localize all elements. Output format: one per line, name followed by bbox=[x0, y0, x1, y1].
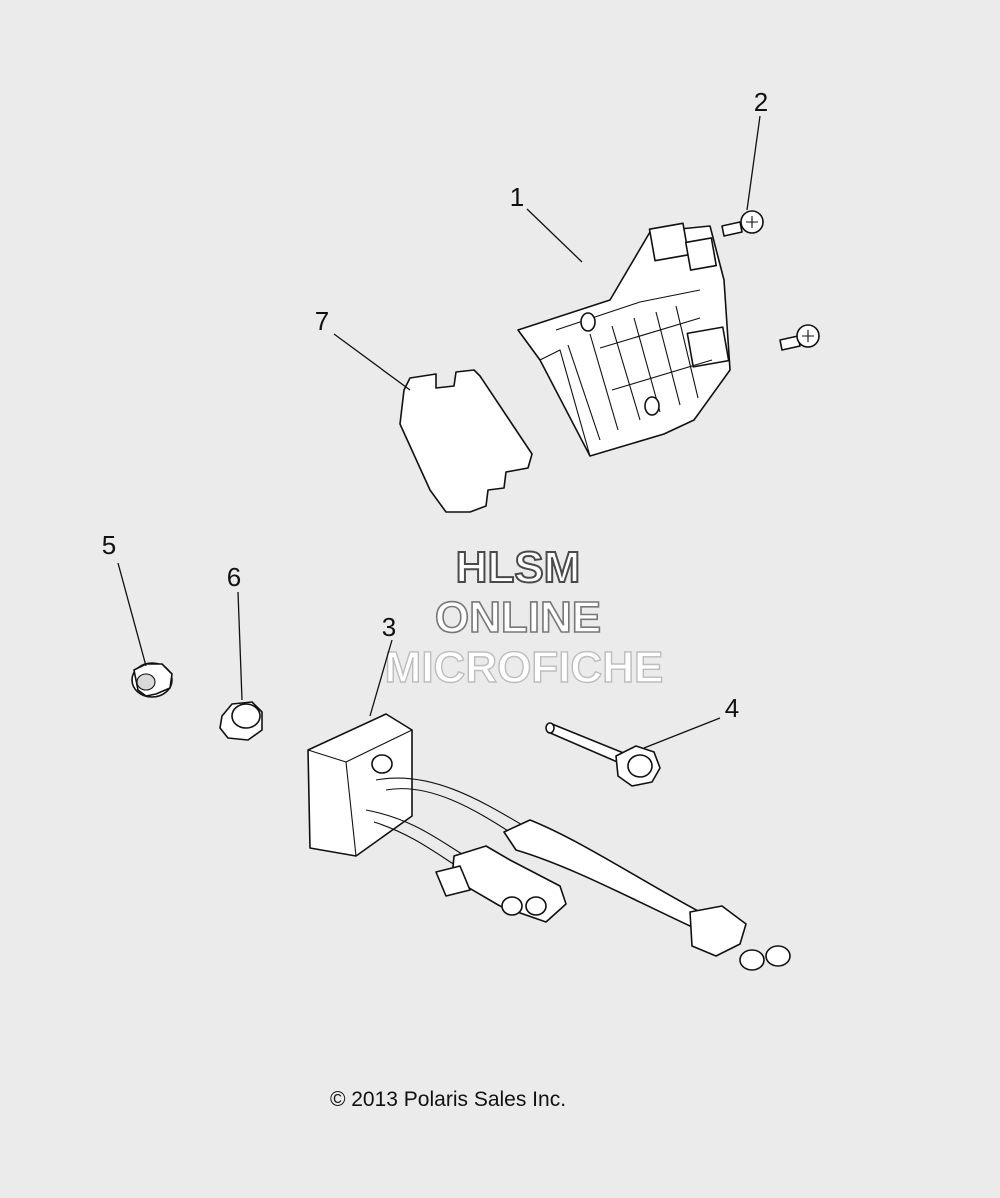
leader-lines bbox=[117, 115, 761, 749]
callout-2[interactable]: 2 bbox=[754, 87, 768, 117]
part-6-bushing[interactable] bbox=[219, 701, 263, 741]
part-2-screws[interactable] bbox=[721, 210, 820, 351]
watermark: HLSM ONLINE MICROFICHE bbox=[384, 542, 664, 693]
copyright-notice: © 2013 Polaris Sales Inc. bbox=[329, 1088, 567, 1111]
part-3-module-harness[interactable] bbox=[307, 713, 791, 971]
callout-4[interactable]: 4 bbox=[725, 693, 739, 723]
callout-3[interactable]: 3 bbox=[382, 612, 396, 642]
watermark-line-1: HLSM bbox=[456, 543, 581, 592]
callout-7[interactable]: 7 bbox=[315, 306, 329, 336]
part-5-grommet[interactable] bbox=[131, 662, 173, 698]
part-7-pad[interactable] bbox=[399, 369, 533, 513]
watermark-line-2: ONLINE bbox=[435, 593, 601, 642]
watermark-line-3: MICROFICHE bbox=[385, 643, 664, 692]
callout-1[interactable]: 1 bbox=[510, 182, 524, 212]
callout-6[interactable]: 6 bbox=[227, 562, 241, 592]
callouts: 1 2 3 4 5 6 7 bbox=[102, 87, 768, 723]
part-1-regulator[interactable] bbox=[517, 222, 731, 457]
part-4-bolt[interactable] bbox=[545, 722, 661, 787]
callout-5[interactable]: 5 bbox=[102, 530, 116, 560]
